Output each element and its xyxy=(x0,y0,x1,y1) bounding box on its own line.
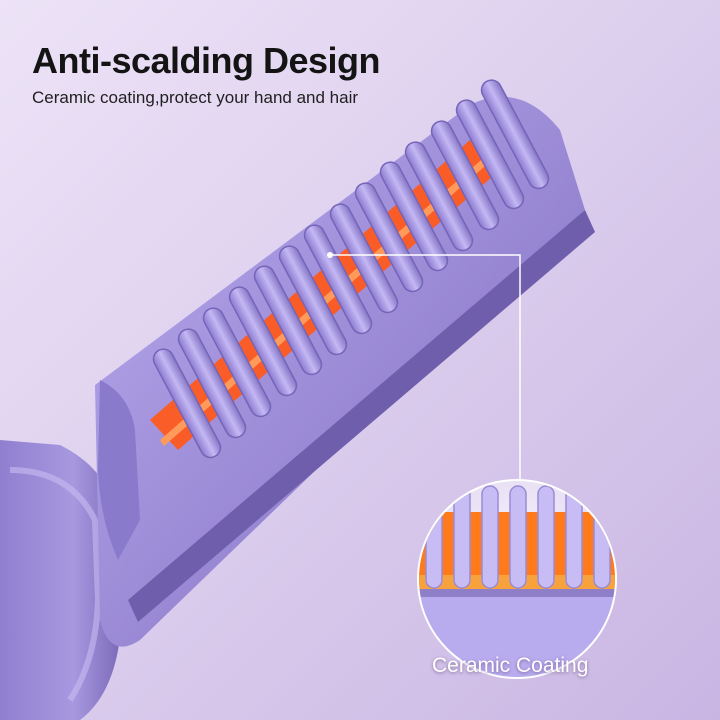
zoom-label: Ceramic Coating xyxy=(432,654,589,677)
headline: Anti-scalding Design xyxy=(32,40,381,81)
handle-highlight xyxy=(9,467,102,702)
callout-dot xyxy=(327,252,333,258)
subline: Ceramic coating,protect your hand and ha… xyxy=(32,88,359,107)
zoom-circle xyxy=(417,479,617,679)
comb-edge xyxy=(128,210,595,622)
neck xyxy=(98,380,140,560)
callout-line xyxy=(330,254,521,480)
comb-teeth xyxy=(152,79,550,459)
